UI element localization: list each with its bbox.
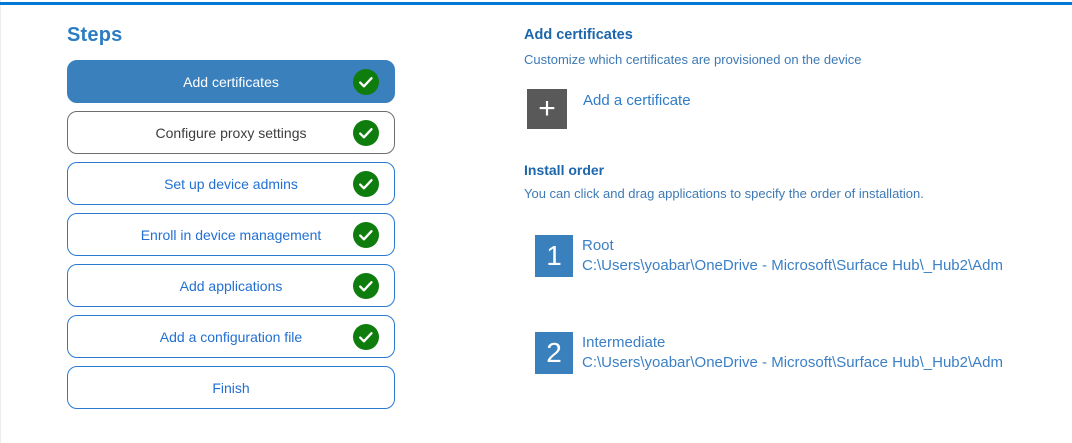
step-label: Add applications (179, 277, 283, 294)
cert-item-root[interactable]: 1 Root C:\Users\yoabar\OneDrive - Micros… (535, 235, 1064, 277)
step-label: Add a configuration file (159, 328, 303, 345)
order-number: 2 (546, 337, 562, 368)
step-button-configure-proxy-settings[interactable]: Configure proxy settings (67, 111, 395, 154)
cert-path: C:\Users\yoabar\OneDrive - Microsoft\Sur… (582, 257, 1003, 274)
step-button-add-a-configuration-file[interactable]: Add a configuration file (67, 315, 395, 358)
steps-list: Add certificates Configure proxy setting… (67, 60, 395, 417)
step-button-finish[interactable]: Finish (67, 366, 395, 409)
cert-item-intermediate[interactable]: 2 Intermediate C:\Users\yoabar\OneDrive … (535, 332, 1064, 374)
step-label: Add certificates (183, 73, 279, 90)
step-button-set-up-device-admins[interactable]: Set up device admins (67, 162, 395, 205)
step-label: Configure proxy settings (155, 124, 307, 141)
order-number-badge: 1 (535, 235, 573, 277)
step-label: Enroll in device management (140, 226, 322, 243)
add-certificate-button[interactable]: + (527, 89, 567, 129)
check-icon (353, 170, 379, 197)
cert-name: Root (582, 237, 614, 254)
check-icon (353, 221, 379, 248)
step-button-add-certificates[interactable]: Add certificates (67, 60, 395, 103)
add-certificate-label[interactable]: Add a certificate (583, 92, 691, 109)
add-certificate-row: + Add a certificate (527, 89, 1064, 129)
main-content: Add certificates Customize which certifi… (524, 27, 1064, 374)
order-number: 1 (546, 240, 562, 271)
top-accent-bar (0, 2, 1072, 5)
steps-sidebar: Steps Add certificates Configure proxy s… (67, 24, 395, 417)
order-number-badge: 2 (535, 332, 573, 374)
install-order-title: Install order (524, 162, 605, 178)
page-description: Customize which certificates are provisi… (524, 52, 862, 67)
cert-item-text: Root C:\Users\yoabar\OneDrive - Microsof… (582, 235, 1003, 276)
cert-item-text: Intermediate C:\Users\yoabar\OneDrive - … (582, 332, 1003, 373)
check-icon (353, 119, 379, 146)
cert-name: Intermediate (582, 334, 666, 351)
step-label: Set up device admins (164, 175, 298, 192)
check-icon (353, 68, 379, 95)
step-button-add-applications[interactable]: Add applications (67, 264, 395, 307)
cert-path: C:\Users\yoabar\OneDrive - Microsoft\Sur… (582, 354, 1003, 371)
page-title: Add certificates (524, 27, 633, 43)
plus-icon: + (538, 92, 556, 125)
check-icon (353, 323, 379, 350)
left-edge-divider (0, 0, 1, 443)
step-label: Finish (212, 379, 250, 396)
step-button-enroll-in-device-management[interactable]: Enroll in device management (67, 213, 395, 256)
check-icon (353, 272, 379, 299)
install-order-description: You can click and drag applications to s… (524, 186, 924, 201)
sidebar-title: Steps (67, 24, 123, 46)
